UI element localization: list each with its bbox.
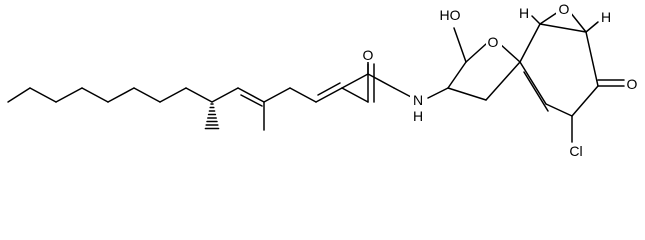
heptyl-chain	[7, 87, 187, 103]
amide-oxygen-label: O	[363, 47, 374, 63]
cyclohexenone-ring	[519, 23, 625, 143]
hydroxyl-label: HO	[440, 7, 461, 23]
bridgehead-hydrogen-left: H	[519, 5, 529, 21]
ketone-oxygen-label: O	[627, 76, 638, 92]
amide-group	[367, 61, 449, 103]
chlorine-label: Cl	[569, 143, 582, 159]
ring-oxygen-label: O	[488, 34, 499, 50]
epoxide-oxygen-label: O	[559, 1, 570, 17]
atom-labels: O N H HO O O O Cl H H	[361, 1, 638, 159]
spiro-furanose-ring	[447, 27, 521, 101]
epoxide	[531, 11, 599, 33]
stereocenter-methyl	[185, 87, 220, 130]
amide-nitrogen-label: N	[413, 92, 423, 108]
chemical-structure-diagram: O N H HO O O O Cl H H	[7, 1, 638, 159]
diene-chain	[211, 73, 369, 131]
amide-nitrogen-hydrogen-label: H	[413, 108, 423, 124]
hashed-wedge-bond	[204, 103, 220, 130]
bridgehead-hydrogen-right: H	[601, 9, 611, 25]
